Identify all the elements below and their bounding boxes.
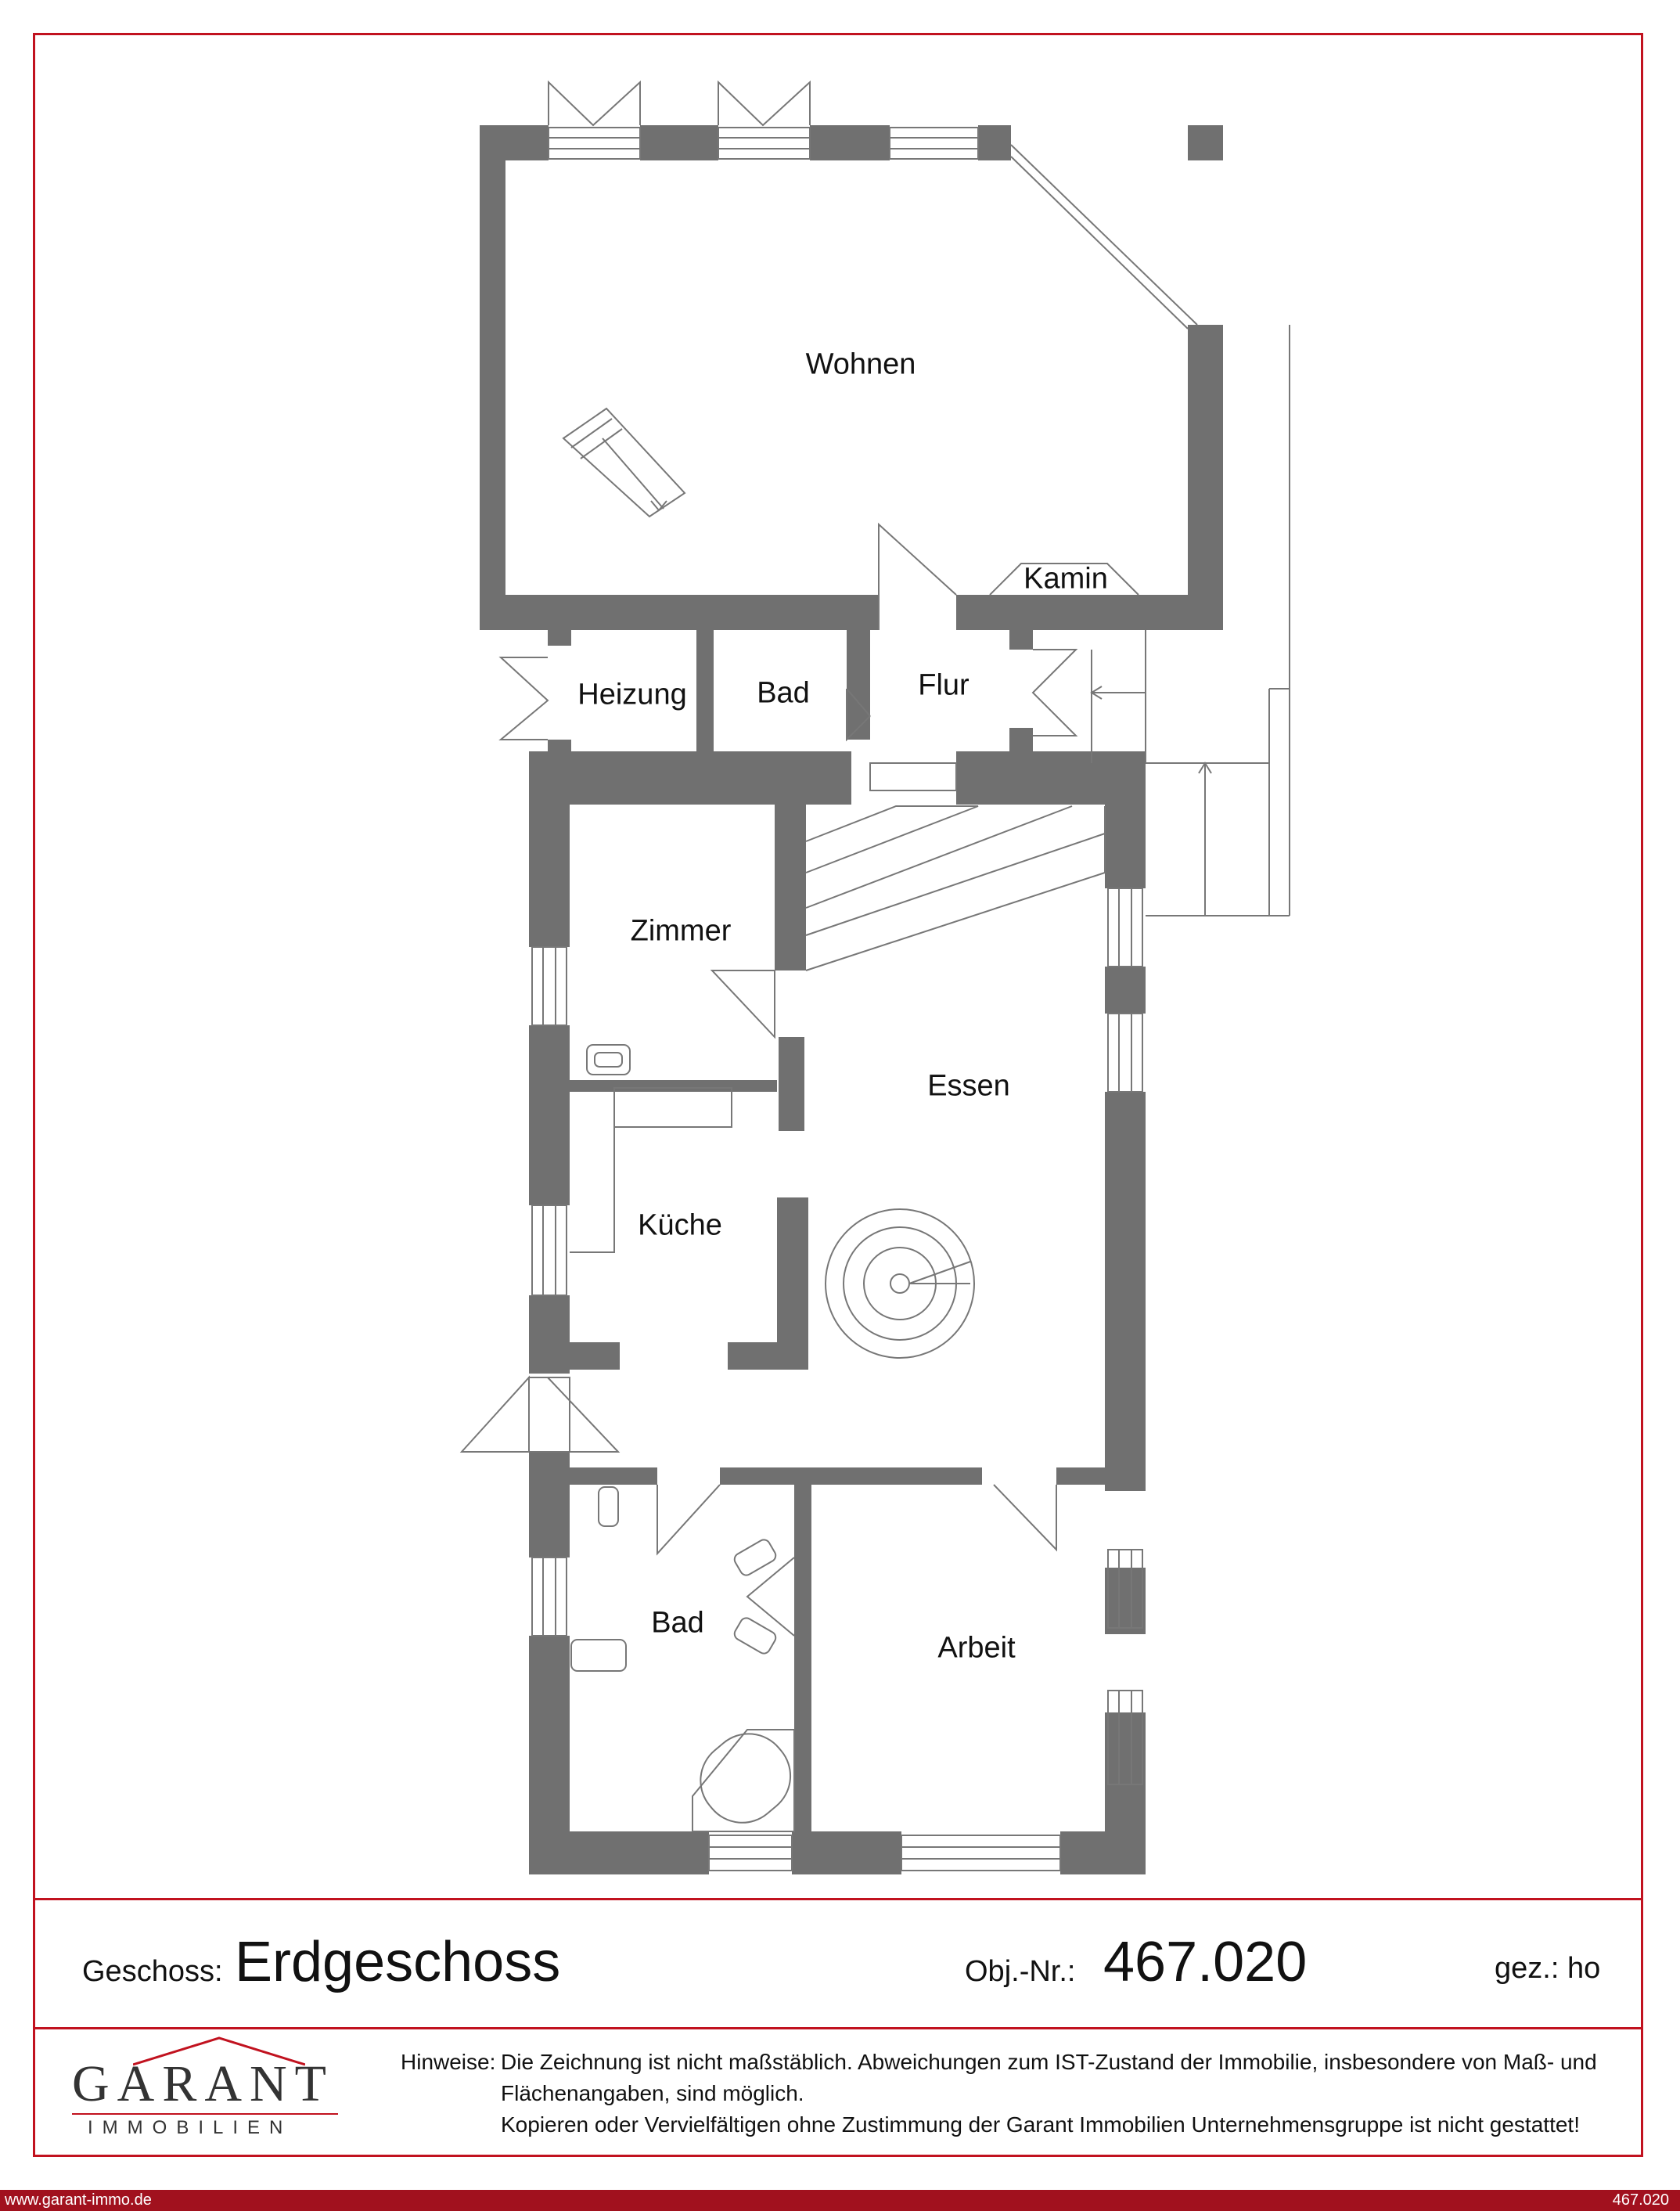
- divider-bottom: [33, 2027, 1643, 2029]
- logo-subtitle: IMMOBILIEN: [88, 2117, 293, 2138]
- footer-objnr: 467.020: [1612, 2191, 1669, 2209]
- room-label-flur: Flur: [918, 668, 970, 702]
- room-label-heizung: Heizung: [577, 678, 687, 711]
- room-label-zimmer: Zimmer: [630, 914, 732, 948]
- footer-bar: www.garant-immo.de 467.020: [0, 2190, 1680, 2211]
- room-label-bad-small: Bad: [757, 676, 810, 710]
- page-frame: [33, 33, 1643, 2157]
- objnr-label: Obj.-Nr.:: [965, 1955, 1076, 1988]
- gez-label: gez.: ho: [1495, 1952, 1601, 1985]
- logo-underline: [72, 2113, 338, 2115]
- geschoss-value: Erdgeschoss: [235, 1931, 561, 1993]
- notes-lead: Hinweise:: [401, 2050, 496, 2074]
- room-label-kamin: Kamin: [1023, 562, 1108, 596]
- floor-plan: [459, 80, 1290, 1874]
- room-label-arbeit: Arbeit: [937, 1631, 1016, 1665]
- divider-top: [33, 1898, 1643, 1900]
- notes-line-3: Kopieren oder Vervielfältigen ohne Zusti…: [501, 2112, 1580, 2137]
- room-label-essen: Essen: [927, 1069, 1010, 1103]
- footer-url[interactable]: www.garant-immo.de: [5, 2191, 152, 2209]
- room-label-bad: Bad: [651, 1606, 704, 1640]
- objnr-value: 467.020: [1103, 1931, 1308, 1993]
- notes-line-1: Die Zeichnung ist nicht maßstäblich. Abw…: [501, 2050, 1597, 2074]
- room-label-wohnen: Wohnen: [805, 347, 916, 381]
- logo-roof-icon: [133, 2036, 305, 2066]
- notes-line-2: Flächenangaben, sind möglich.: [501, 2081, 804, 2105]
- notes-block: Hinweise: Die Zeichnung ist nicht maßstä…: [401, 2047, 1637, 2141]
- fixtures: [459, 80, 1290, 1871]
- logo-wordmark: GARANT: [72, 2055, 334, 2112]
- walls: [480, 125, 1223, 1874]
- geschoss-label: Geschoss:: [82, 1955, 223, 1988]
- room-label-kueche: Küche: [638, 1208, 722, 1242]
